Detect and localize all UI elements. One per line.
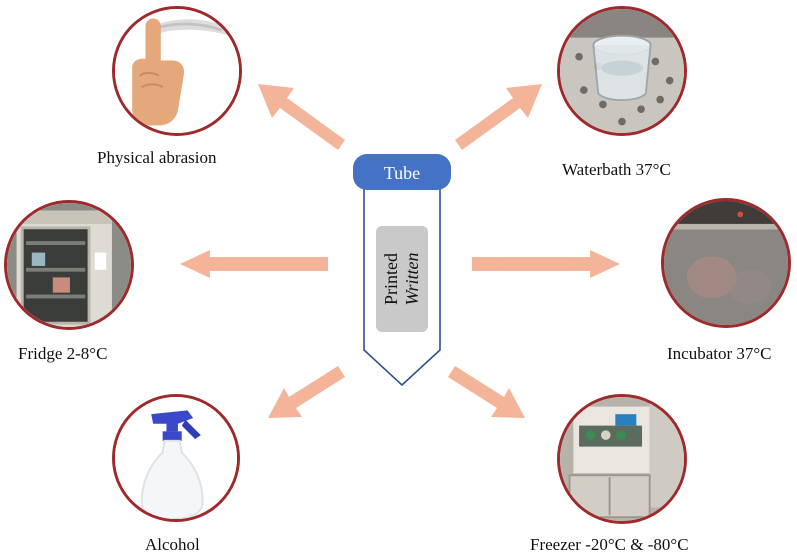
arrow-to-physical-abrasion	[258, 84, 345, 150]
arrow-to-fridge	[180, 250, 328, 278]
incubator-photo	[664, 201, 788, 325]
finger-rubbing-icon	[115, 9, 239, 133]
caption-fridge: Fridge 2-8°C	[18, 344, 108, 363]
caption-waterbath: Waterbath 37°C	[562, 160, 671, 179]
freezer-photo	[560, 397, 684, 521]
label-box	[376, 226, 428, 332]
caption-alcohol: Alcohol	[145, 535, 200, 554]
waterbath-photo	[560, 9, 684, 133]
tube: Tube Printed Written	[353, 154, 451, 387]
freezer-image	[557, 394, 687, 524]
physical-abrasion-image	[112, 6, 242, 136]
spray-bottle-icon	[115, 397, 237, 519]
label-printed: Printed	[381, 253, 401, 305]
incubator-image	[661, 198, 791, 328]
caption-freezer: Freezer -20°C & -80°C	[530, 535, 689, 554]
arrow-to-waterbath	[455, 84, 542, 150]
label-written: Written	[402, 253, 422, 306]
caption-physical-abrasion: Physical abrasion	[97, 148, 217, 167]
alcohol-image	[112, 394, 240, 522]
fridge-image	[4, 200, 134, 330]
caption-incubator: Incubator 37°C	[667, 344, 772, 363]
arrow-to-freezer	[448, 366, 525, 418]
arrow-to-incubator	[472, 250, 620, 278]
tube-cap-label: Tube	[384, 163, 420, 183]
arrow-to-alcohol	[268, 366, 345, 418]
waterbath-image	[557, 6, 687, 136]
fridge-photo	[7, 203, 131, 327]
tube-cap	[353, 154, 451, 190]
